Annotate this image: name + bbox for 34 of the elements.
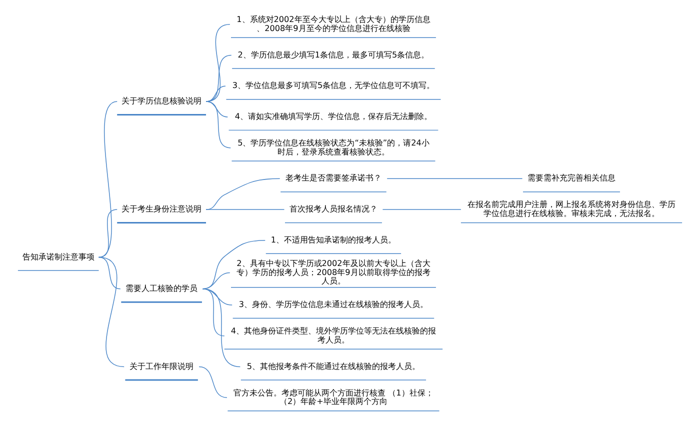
node-text: 首次报考人员报名情况？ bbox=[289, 204, 378, 214]
node-text: 4、请如实准确填写学历、学位信息，保存后无法删除。 bbox=[234, 111, 432, 122]
connector bbox=[386, 178, 523, 180]
node-text: 1、系统对2002年至今大专以上（含大专）的学历信息、2008年9月至今的学位信息进行在线核验 bbox=[236, 14, 430, 33]
node-text: 3、身份、学历学位信息未通过在线核验的报考人员。 bbox=[238, 299, 428, 310]
connector bbox=[206, 101, 228, 118]
node-text: 5、其他报考条件不能通过在线核验的报考人员。 bbox=[246, 360, 420, 371]
connector bbox=[206, 209, 285, 210]
connector bbox=[98, 101, 118, 258]
connector bbox=[98, 256, 124, 368]
connector bbox=[382, 209, 462, 210]
connector bbox=[98, 256, 121, 290]
node-text: 需要需补充完善相关信息 bbox=[527, 172, 616, 183]
node-text: 关于考生身份注意说明 bbox=[122, 204, 202, 214]
connector bbox=[206, 54, 232, 102]
node-text: 在报名前完成用户注册，网上报名系统将对身份信息、学历学位信息进行在线核验。审核未完成，无法报名。 bbox=[467, 199, 676, 218]
node-text: 关于学历信息核验说明 bbox=[122, 96, 202, 106]
node-text: 4、其他身份证件类型、境外学历学位等无法在线核验的报考人员。 bbox=[230, 326, 436, 344]
node-text: 1、不适用告知承诺制的报考人员。 bbox=[270, 234, 396, 244]
connector bbox=[202, 288, 241, 368]
node-text: 3、学位信息最多可填写5条信息，无学位信息可不填写。 bbox=[232, 80, 435, 90]
connector bbox=[206, 24, 230, 102]
connector bbox=[98, 209, 118, 258]
connector bbox=[206, 86, 226, 102]
node-text: 需要人工核验的学员 bbox=[126, 282, 198, 293]
node-text: 5、学历学位信息在线核验状态为“未核验”的，请24小时后，登录系统查看核验状态。 bbox=[238, 137, 430, 156]
connector bbox=[206, 101, 231, 148]
connector bbox=[198, 366, 228, 398]
node-text: 2、具有中专以下学历或2002年及以前大专以上（含大专）学历的报考人员；2008年9月以前取得学位的报考人员。 bbox=[236, 258, 430, 286]
node-text: 2、学历信息最少填写1条信息，最多可填写5条信息。 bbox=[238, 49, 430, 60]
node-text: 告知承诺制注意事项 bbox=[22, 251, 94, 262]
node-text: 官方未公告。考虑可能从两个方面进行核查 （1）社保；（2）年龄+毕业年限两个方向 bbox=[234, 387, 434, 406]
node-text: 关于工作年限说明 bbox=[130, 360, 194, 371]
node-text: 老考生是否需要签承诺书？ bbox=[285, 172, 382, 183]
